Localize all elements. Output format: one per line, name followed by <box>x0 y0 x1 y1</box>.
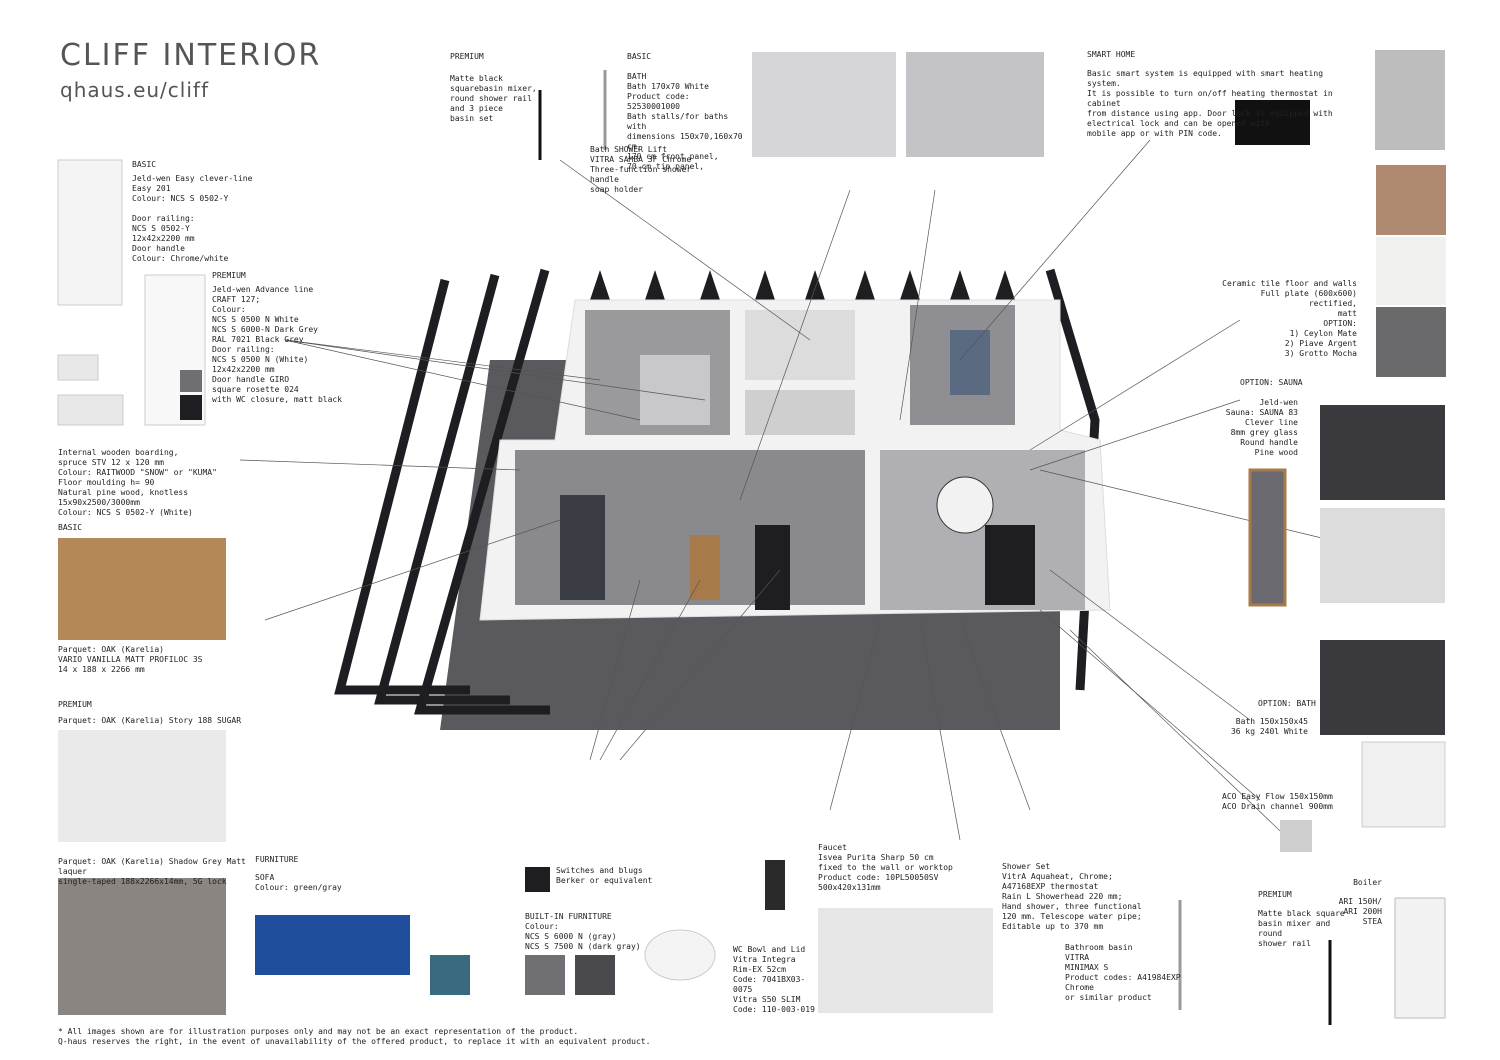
bath-lift-text: Bath SHOWER Lift VITRA SAMBA 3F Chrome T… <box>590 145 692 194</box>
bath-basic-text: BATH Bath 170x70 White Product code: 525… <box>627 72 743 171</box>
wc-bowl-image <box>644 929 716 981</box>
sauna-text: Jeld-wen Sauna: SAUNA 83 Clever line 8mm… <box>1225 398 1298 457</box>
tile-grotto <box>1376 307 1446 377</box>
roof-teeth <box>590 270 1015 300</box>
sauna-floor <box>880 450 1085 610</box>
smart-home-photo-1 <box>1235 100 1310 145</box>
option-bath-photo <box>1320 640 1445 735</box>
tiles-text: Ceramic tile floor and walls Full plate … <box>1222 279 1357 358</box>
door-basic-image <box>57 159 123 306</box>
parquet-premium-image <box>58 730 226 842</box>
cabinet-plan <box>985 525 1035 605</box>
tile-ceylon <box>1376 165 1446 235</box>
parquet-premium-top: Parquet: OAK (Karelia) Story 188 SUGAR <box>58 716 242 725</box>
builtin-dark-swatch <box>575 955 615 995</box>
sofa-image <box>255 915 410 975</box>
fabric-swatch <box>430 955 470 995</box>
boarding-sample <box>57 394 124 426</box>
closet-floor <box>745 390 855 435</box>
sauna-door-image <box>1248 468 1287 607</box>
page-title: CLIFF INTERIOR <box>60 38 322 73</box>
door-premium-label: PREMIUM <box>212 271 246 280</box>
basin-image <box>818 908 993 1013</box>
drain-image <box>1280 820 1312 852</box>
door-color-swatch-dark <box>180 395 202 420</box>
corner-bath-image <box>1361 741 1446 828</box>
option-bath-label: OPTION: BATH <box>1258 699 1316 708</box>
parquet-premium-text: Parquet: OAK (Karelia) Shadow Grey Matt … <box>58 857 246 886</box>
basin-text: Bathroom basin VITRA MINIMAX S Product c… <box>1065 943 1181 1002</box>
tile-piave <box>1376 237 1446 305</box>
leader-lines <box>239 139 1331 851</box>
boarding-text: Internal wooden boarding, spruce STV 12 … <box>58 448 217 517</box>
shower-premium-label: PREMIUM <box>450 52 484 61</box>
door-color-swatch-light <box>180 370 202 392</box>
builtin-text: BUILT-IN FURNITURE Colour: NCS S 6000 N … <box>525 912 641 951</box>
sauna-label: OPTION: SAUNA <box>1240 378 1303 387</box>
switch-image <box>525 867 550 892</box>
parquet-basic-label: BASIC <box>58 523 83 532</box>
wc-text: WC Bowl and Lid Vitra Integra Rim-EX 52c… <box>733 945 815 1014</box>
faucet-text: Faucet Isvea Purita Sharp 50 cm fixed to… <box>818 843 953 892</box>
island-plan <box>755 525 790 610</box>
drain-text: ACO Easy Flow 150x150mm ACO Drain channe… <box>1222 792 1333 811</box>
bed2 <box>950 330 990 395</box>
parquet-basic-image <box>58 538 226 640</box>
boiler-label: Boiler <box>1353 878 1382 887</box>
footer-disclaimer: * All images shown are for illustration … <box>58 1027 651 1046</box>
premium-mixer-text: Matte black square basin mixer and round… <box>1258 909 1345 948</box>
smart-home-photo-2 <box>1375 50 1445 150</box>
page-url: qhaus.eu/cliff <box>60 78 209 102</box>
door-basic-text: Jeld-wen Easy clever-line Easy 201 Colou… <box>132 174 253 263</box>
option-bath-text: Bath 150x150x45 36 kg 240l White <box>1230 717 1308 736</box>
door-premium-text: Jeld-wen Advance line CRAFT 127; Colour:… <box>212 285 343 404</box>
bathroom-photo-2 <box>906 52 1044 157</box>
furniture-label: FURNITURE <box>255 855 299 864</box>
builtin-gray-swatch <box>525 955 565 995</box>
parquet-basic-text: Parquet: OAK (Karelia) VARIO VANILLA MAT… <box>58 645 203 674</box>
sauna-photo-2 <box>1320 508 1445 603</box>
parquet-premium-label: PREMIUM <box>58 700 92 709</box>
shower-set-text: Shower Set VitrA Aquaheat, Chrome; A4716… <box>1002 862 1142 931</box>
sofa-text: SOFA Colour: green/gray <box>255 873 342 892</box>
boiler-image <box>1394 897 1446 1019</box>
sofa-plan <box>560 495 605 600</box>
shower-premium-text: Matte black squarebasin mixer, round sho… <box>450 74 537 123</box>
door-basic-label: BASIC <box>132 160 157 169</box>
bath-basic-label: BASIC <box>627 52 652 61</box>
bathroom-floor <box>745 310 855 380</box>
parquet-grey-image <box>58 878 226 1015</box>
wc-frame-image <box>765 860 785 910</box>
smart-home-label: SMART HOME <box>1087 50 1136 59</box>
premium-mixer-label: PREMIUM <box>1258 890 1292 899</box>
bed <box>640 355 710 425</box>
boiler-text: ARI 150H/ ARI 200H STEA <box>1338 897 1382 926</box>
bathroom-photo-1 <box>752 52 896 157</box>
sauna-photo-1 <box>1320 405 1445 500</box>
switches-text: Switches and blugs Berker or equivalent <box>556 866 653 885</box>
railing-sample <box>57 354 99 381</box>
round-tub <box>936 476 994 534</box>
smart-home-text: Basic smart system is equipped with smar… <box>1087 69 1333 138</box>
